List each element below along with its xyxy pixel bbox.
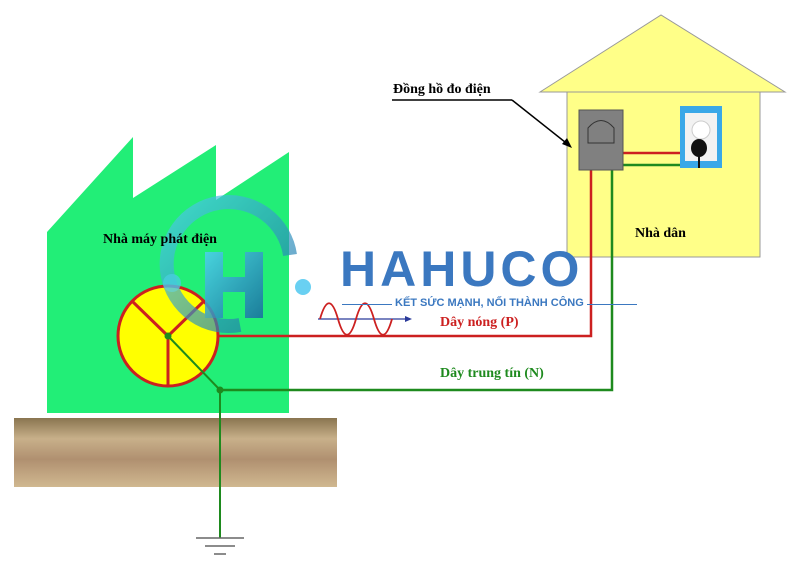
plug-icon [691, 139, 707, 157]
ground-soil [14, 418, 337, 487]
house-label: Nhà dân [635, 226, 686, 241]
meter-label: Đồng hồ đo điện [393, 82, 491, 97]
socket-outlet-icon [691, 120, 711, 140]
power-plant-label: Nhà máy phát điện [103, 232, 217, 247]
neutral-wire [220, 170, 614, 392]
generator-windings [131, 300, 205, 385]
ground-symbol-icon [196, 537, 244, 555]
house-roof [538, 14, 787, 93]
neutral-ground-link [167, 335, 221, 391]
electric-meter [578, 109, 624, 171]
watermark-tagline: KẾT SỨC MẠNH, NỐI THÀNH CÔNG [392, 297, 587, 310]
meter-pointer-arrow [511, 99, 571, 147]
hahuco-logo [159, 195, 311, 334]
ac-wave-icon [319, 302, 393, 336]
hot-wire-label: Dây nóng (P) [440, 315, 519, 330]
meter-dial-icon [587, 120, 615, 144]
watermark-brand: HAHUCO [340, 241, 584, 297]
hot-wire [210, 170, 593, 338]
neutral-wire-label: Dây trung tín (N) [440, 366, 544, 381]
